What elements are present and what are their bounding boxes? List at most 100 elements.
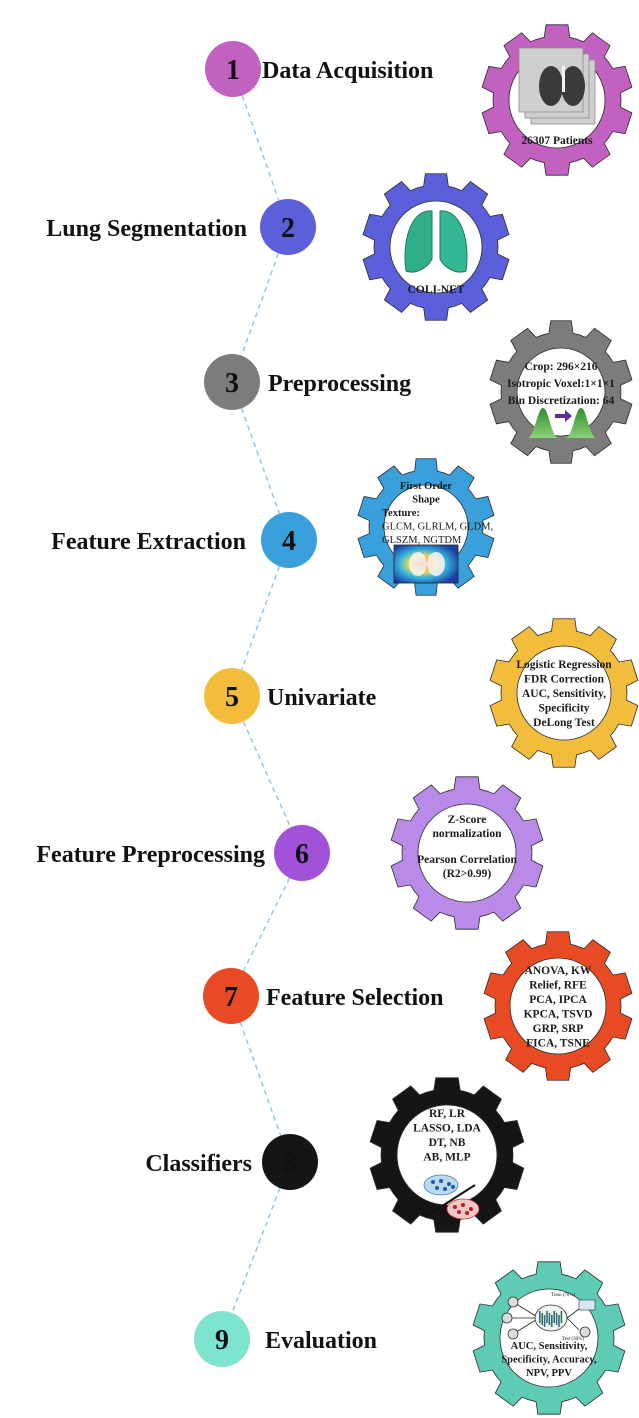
step-circle xyxy=(260,199,316,255)
connector-5-6 xyxy=(242,721,292,828)
histogram-shift-icon xyxy=(527,408,597,438)
gear-text-line: GLSZM, NGTDM xyxy=(382,535,462,546)
class-separation-icon xyxy=(423,1174,480,1220)
train-test-network-icon: Train (70%) Test (30%) xyxy=(501,1293,596,1342)
step-node-3: 3 Preprocessing xyxy=(204,354,411,410)
step-label: Classifiers xyxy=(145,1151,252,1177)
step-node-9: 9 Evaluation xyxy=(194,1311,377,1367)
gear-step-1: 26307 Patients xyxy=(481,24,633,176)
connector-4-5 xyxy=(240,566,281,670)
gear-text-line: Specificity xyxy=(538,703,589,715)
step-node-4: 4 Feature Extraction xyxy=(51,512,317,568)
step-number: 9 xyxy=(215,1325,229,1356)
gear-text-line: Specificity, Accuracy, xyxy=(501,1355,597,1366)
step-node-6: 6 Feature Preprocessing xyxy=(36,825,330,881)
step-node-5: 5 Univariate xyxy=(204,668,377,724)
gear-text-line: (R2>0.99) xyxy=(443,868,492,880)
connector-3-4 xyxy=(240,408,281,514)
lung-3d-model-icon xyxy=(404,210,468,273)
gear-step-2: COLI-NET xyxy=(362,173,510,321)
connector-7-8 xyxy=(239,1022,282,1136)
gear-text-line: Shape xyxy=(412,495,440,506)
step-number: 3 xyxy=(225,368,239,399)
gear-text-line: Texture: xyxy=(382,508,420,519)
gear-step-7: ANOVA, KW Relief, RFE PCA, IPCA KPCA, TSVD G… xyxy=(483,931,633,1081)
gear-text-line: Isotropic Voxel:1×1×1 xyxy=(507,378,615,390)
step-label: Data Acquisition xyxy=(262,58,433,84)
gear-center xyxy=(417,803,517,903)
step-label: Feature Preprocessing xyxy=(36,842,265,868)
gear-text-line: Bin Discretization: 64 xyxy=(508,395,615,407)
step-node-8: 8 Classifiers xyxy=(145,1134,318,1190)
feature-heatmap-icon xyxy=(393,544,459,584)
gear-text-line: GLCM, GLRLM, GLDM, xyxy=(382,522,493,533)
gear-text-line: normalization xyxy=(433,828,503,840)
gear-text-line: Crop: 296×216 xyxy=(524,361,597,373)
gear-text-line: COLI-NET xyxy=(408,284,465,296)
gear-text-line: Z-Score xyxy=(448,814,487,826)
step-label: Univariate xyxy=(267,685,377,711)
step-circle xyxy=(204,354,260,410)
gear-text-line: LASSO, LDA xyxy=(413,1123,481,1135)
step-label: Feature Extraction xyxy=(51,529,246,555)
ct-lung-scan-icon xyxy=(518,47,596,125)
gear-text-line: NPV, PPV xyxy=(526,1368,572,1379)
step-label: Preprocessing xyxy=(268,371,411,397)
gear-text-line: ANOVA, KW xyxy=(525,965,592,977)
gear-text-line: AUC, Sensitivity, xyxy=(511,1341,588,1352)
gear-text-line: RF, LR xyxy=(429,1108,466,1120)
gear-text-line: GRP, SRP xyxy=(533,1023,584,1035)
step-node-7: 7 Feature Selection xyxy=(203,968,444,1024)
step-number: 7 xyxy=(224,982,238,1013)
step-number: 2 xyxy=(281,213,295,244)
step-label: Evaluation xyxy=(265,1328,377,1354)
step-number: 6 xyxy=(295,839,309,870)
gear-text-line: AUC, Sensitivity, xyxy=(522,688,606,700)
step-circle xyxy=(205,41,261,97)
gear-text-line: Pearson Correlation xyxy=(417,854,517,866)
step-circle xyxy=(204,668,260,724)
gear-text-line: 26307 Patients xyxy=(521,135,593,147)
gear-center xyxy=(516,645,612,741)
step-circle xyxy=(203,968,259,1024)
connector-1-2 xyxy=(241,95,280,201)
gear-center xyxy=(509,957,607,1055)
step-label: Lung Segmentation xyxy=(46,216,247,242)
gear-text-line: PCA, IPCA xyxy=(529,994,587,1006)
step-node-1: 1 Data Acquisition xyxy=(205,41,433,97)
step-nodes: 1 Data Acquisition 2 Lung Segmentation 3 Prep… xyxy=(36,41,444,1367)
gear-step-9: AUC, Sensitivity, Specificity, Accuracy, N… xyxy=(472,1261,626,1415)
gear-text-line: FDR Correction xyxy=(524,674,605,686)
gear-text-line: First Order xyxy=(400,481,453,492)
gear-text-line: KPCA, TSVD xyxy=(524,1008,593,1020)
step-circle xyxy=(261,512,317,568)
step-number: 4 xyxy=(282,526,296,557)
gear-center xyxy=(396,1104,498,1206)
gear-text-line: AB, MLP xyxy=(423,1152,470,1164)
gear-text-line: FICA, TSNE xyxy=(526,1037,590,1049)
step-circle xyxy=(274,825,330,881)
eval-split-label: Train (70%) xyxy=(551,1293,576,1298)
eval-split-label: Test (30%) xyxy=(562,1337,584,1342)
gear-text-line: DeLong Test xyxy=(533,717,595,729)
step-circle xyxy=(194,1311,250,1367)
connector-2-3 xyxy=(240,253,280,356)
step-number: 8 xyxy=(283,1148,297,1179)
step-number: 5 xyxy=(225,682,239,713)
gear-step-8: RF, LR LASSO, LDA DT, NB AB, MLP xyxy=(369,1077,525,1233)
step-number: 1 xyxy=(226,55,240,86)
step-node-2: 2 Lung Segmentation xyxy=(46,199,316,255)
connector-8-9 xyxy=(231,1187,281,1314)
gear-text-line: DT, NB xyxy=(429,1137,466,1149)
step-label: Feature Selection xyxy=(266,985,444,1011)
connector-6-7 xyxy=(242,877,291,972)
step-circle xyxy=(262,1134,318,1190)
gear-text-line: Relief, RFE xyxy=(529,979,587,991)
gear-text-line: Logistic Regression xyxy=(516,659,612,671)
step-connectors xyxy=(231,95,292,1314)
gear-center xyxy=(389,200,483,294)
